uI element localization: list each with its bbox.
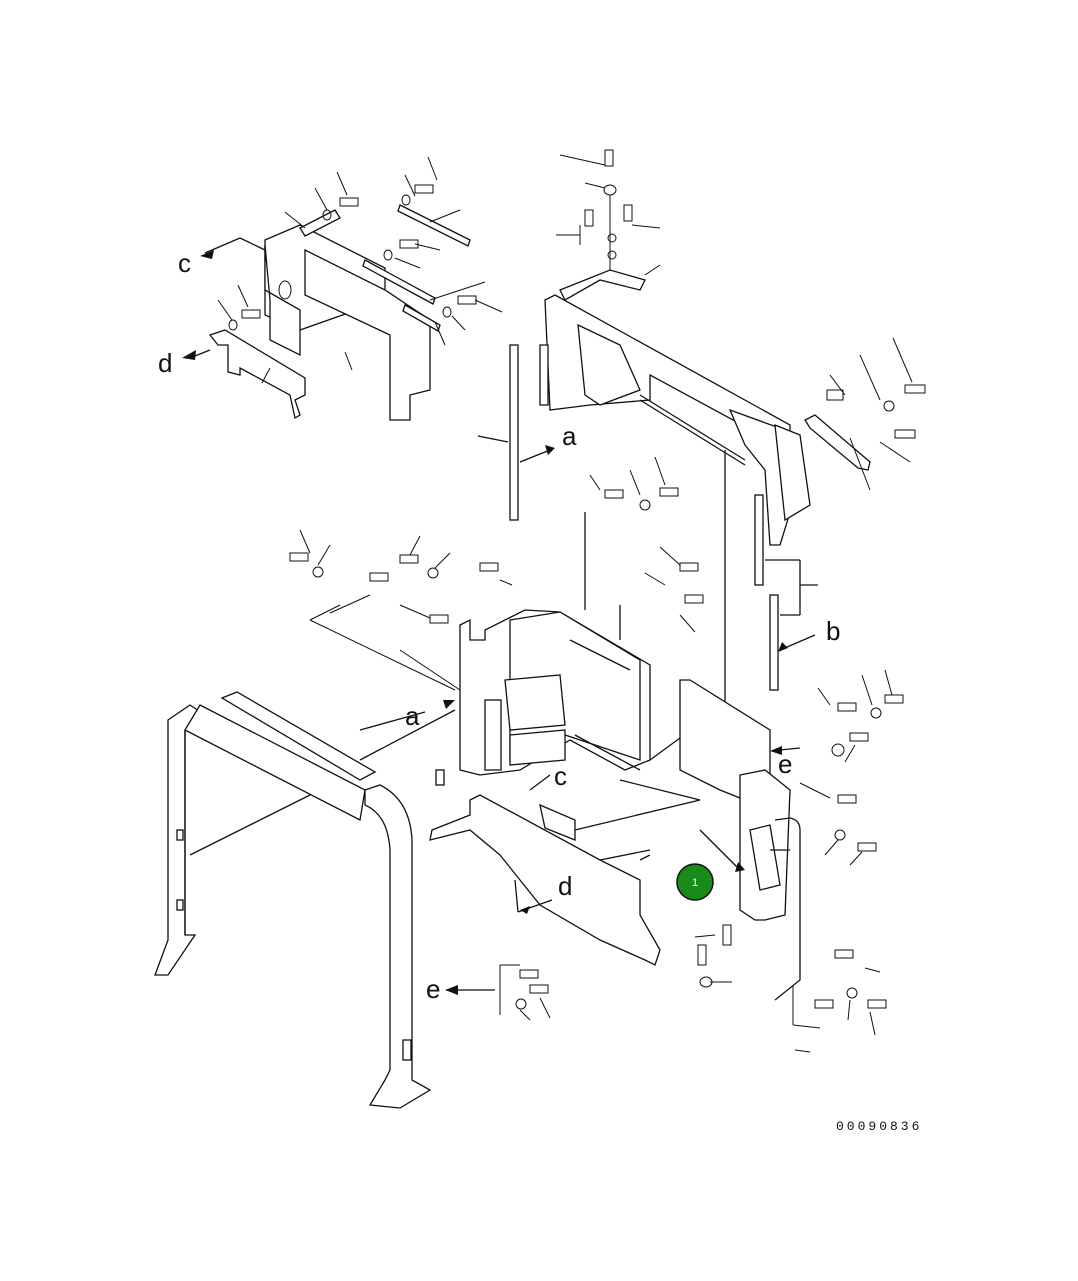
right-side-panel: e (679, 669, 904, 1053)
arrow-c-upper-icon (200, 250, 214, 259)
arrow-e-right-icon (770, 746, 782, 755)
section-ref-d-lower: d (558, 871, 572, 901)
upper-left-panel-assembly: c d (158, 156, 503, 421)
lower-bolt-group: e (426, 964, 551, 1021)
callout-number: 1 (692, 877, 698, 889)
lower-floor-plate: d c (429, 761, 701, 966)
right-upper-bracket (804, 337, 926, 491)
section-ref-c-lower: c (554, 761, 567, 791)
arrow-d-lower-icon (520, 906, 530, 914)
section-ref-a-upper: a (562, 421, 577, 451)
section-ref-b: b (826, 616, 840, 646)
section-ref-a-lower: a (405, 701, 420, 731)
section-ref-d-upper: d (158, 348, 172, 378)
arrow-a-lower-icon (443, 700, 455, 709)
callout-marker[interactable]: 1 (676, 863, 714, 901)
arrow-d-upper-icon (182, 350, 196, 360)
section-ref-c-upper: c (178, 248, 191, 278)
section-ref-e-right: e (778, 749, 792, 779)
right-strip-assembly: b (724, 450, 840, 705)
top-frame-assembly: a (477, 149, 811, 546)
rops-frame (154, 691, 456, 1109)
callout-arrow-icon (735, 862, 745, 872)
center-housing: a (289, 456, 726, 776)
drawing-code: 00090836 (836, 1119, 922, 1134)
arrow-b-icon (778, 642, 788, 652)
arrow-e-lower-icon (445, 985, 458, 995)
section-ref-e-lower: e (426, 974, 440, 1004)
